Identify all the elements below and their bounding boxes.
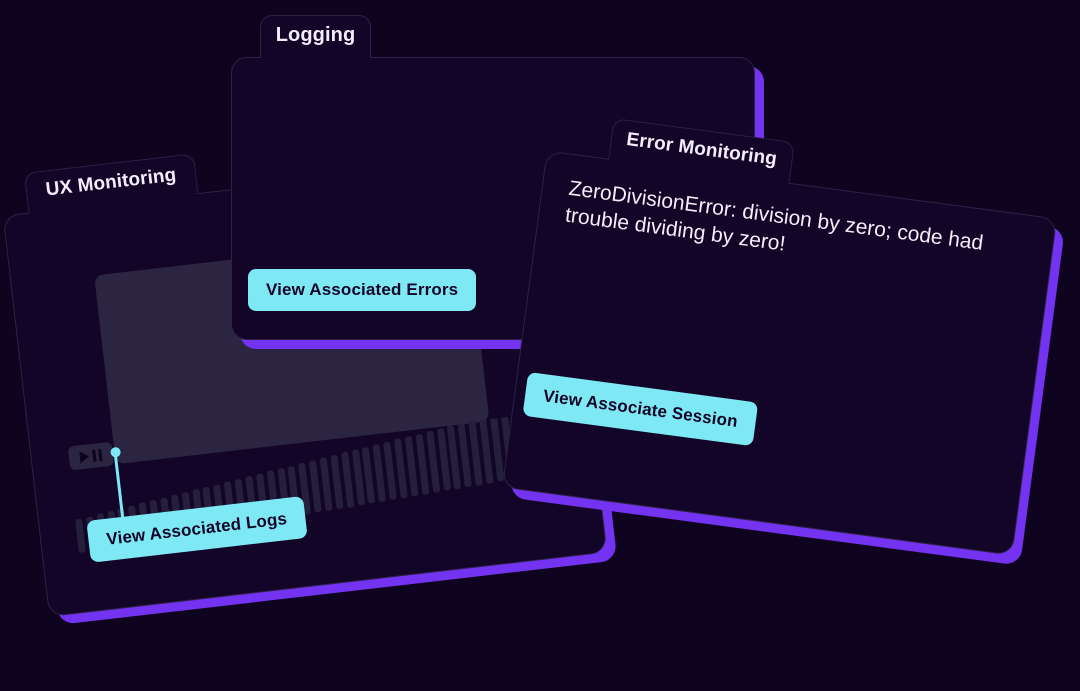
play-icon bbox=[79, 450, 90, 464]
pause-icon bbox=[92, 448, 103, 462]
tab-logging[interactable]: Logging bbox=[260, 15, 371, 58]
error-monitoring-card: Error Monitoring ZeroDivisionError: divi… bbox=[501, 117, 1065, 566]
play-pause-button[interactable] bbox=[67, 441, 115, 471]
view-associated-errors-button[interactable]: View Associated Errors bbox=[248, 269, 477, 311]
waveform-bar bbox=[75, 518, 86, 554]
